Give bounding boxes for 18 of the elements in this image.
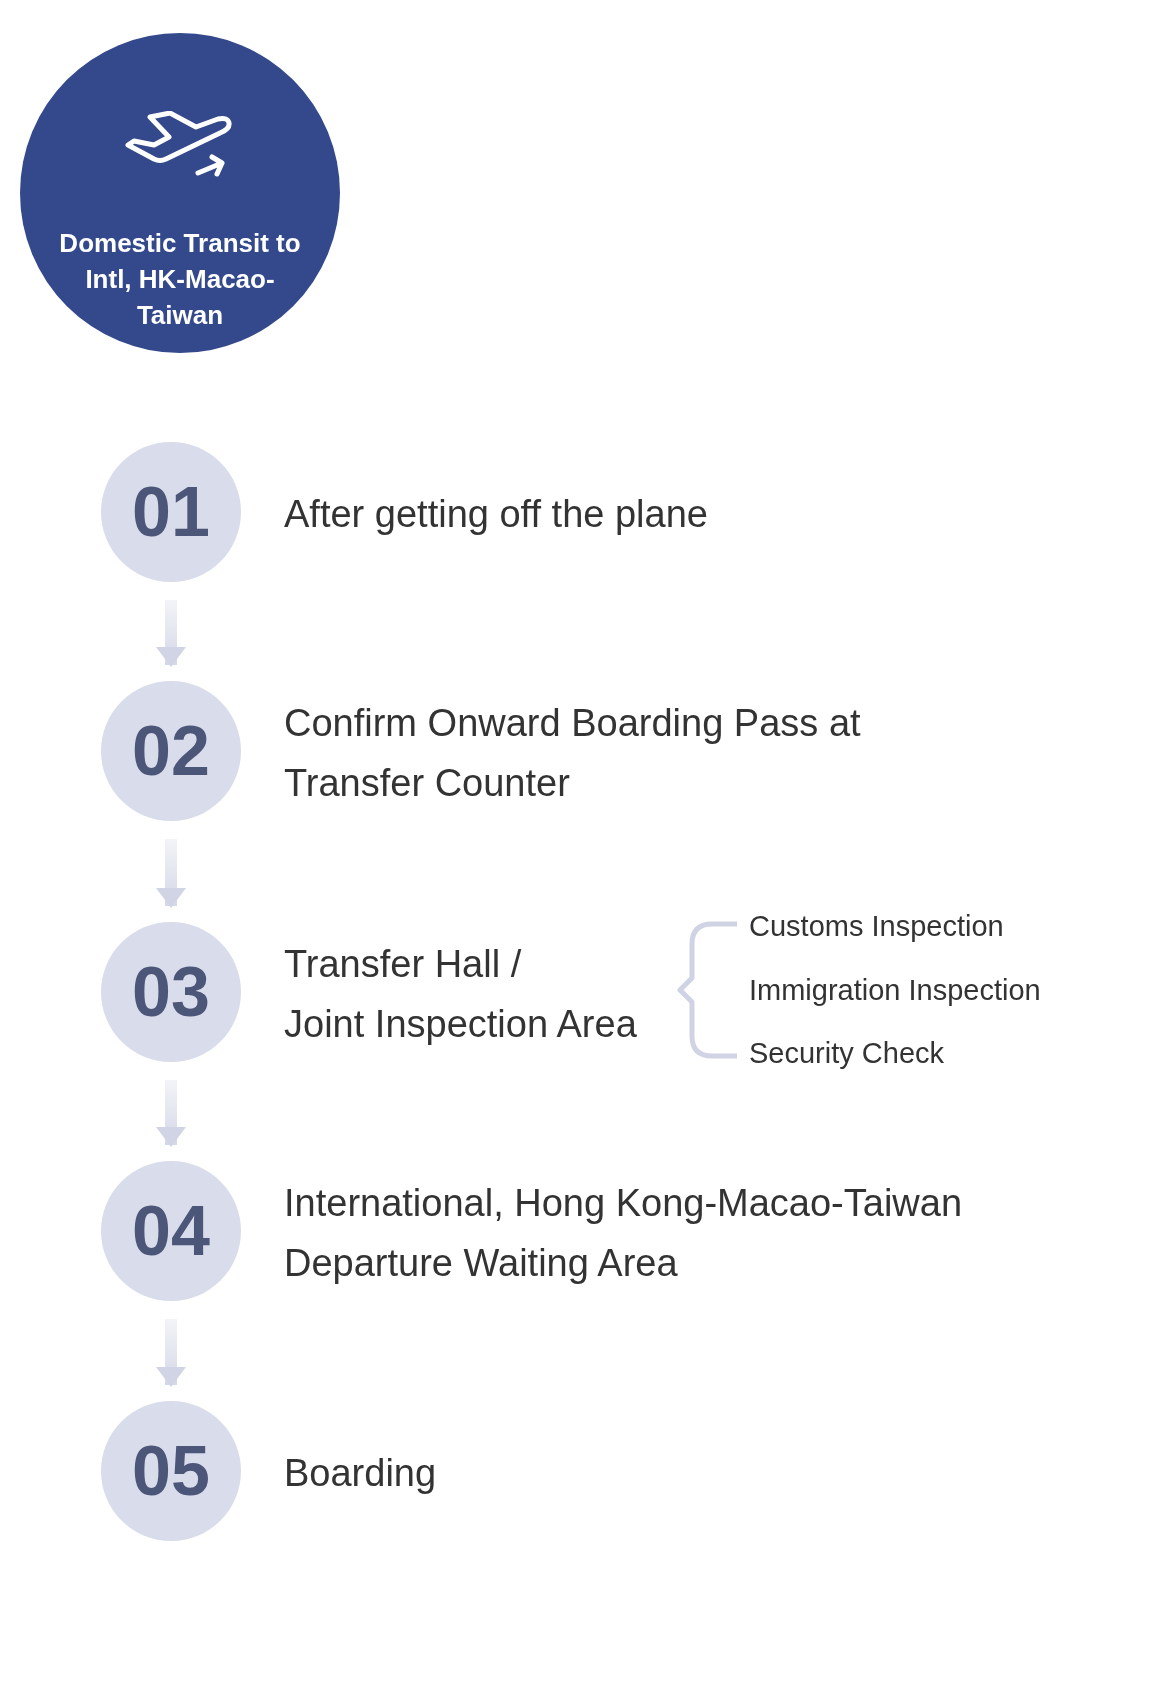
title-text: Domestic Transit to Intl, HK-Macao-Taiwan bbox=[58, 227, 302, 332]
step-number: 01 bbox=[132, 477, 210, 547]
step-description: International, Hong Kong-Macao-Taiwan Departure Waiting Area bbox=[284, 1181, 964, 1286]
inspection-item: Security Check bbox=[749, 1036, 944, 1071]
step-description: Confirm Onward Boarding Pass at Transfer Counter bbox=[284, 701, 862, 806]
step-description: Boarding bbox=[284, 1451, 438, 1496]
arrow bbox=[156, 1319, 186, 1387]
step-description: Transfer Hall / Joint Inspection Area bbox=[284, 942, 638, 1047]
arrow bbox=[156, 839, 186, 908]
inspection-item: Immigration Inspection bbox=[749, 973, 1041, 1008]
arrow bbox=[156, 600, 186, 667]
inspection-item: Customs Inspection bbox=[749, 909, 1004, 944]
step-number: 04 bbox=[132, 1196, 210, 1266]
arrow bbox=[156, 1080, 186, 1147]
step-description: After getting off the plane bbox=[284, 492, 709, 537]
step-number: 03 bbox=[132, 957, 210, 1027]
step-number: 02 bbox=[132, 716, 210, 786]
step-number: 05 bbox=[132, 1436, 210, 1506]
